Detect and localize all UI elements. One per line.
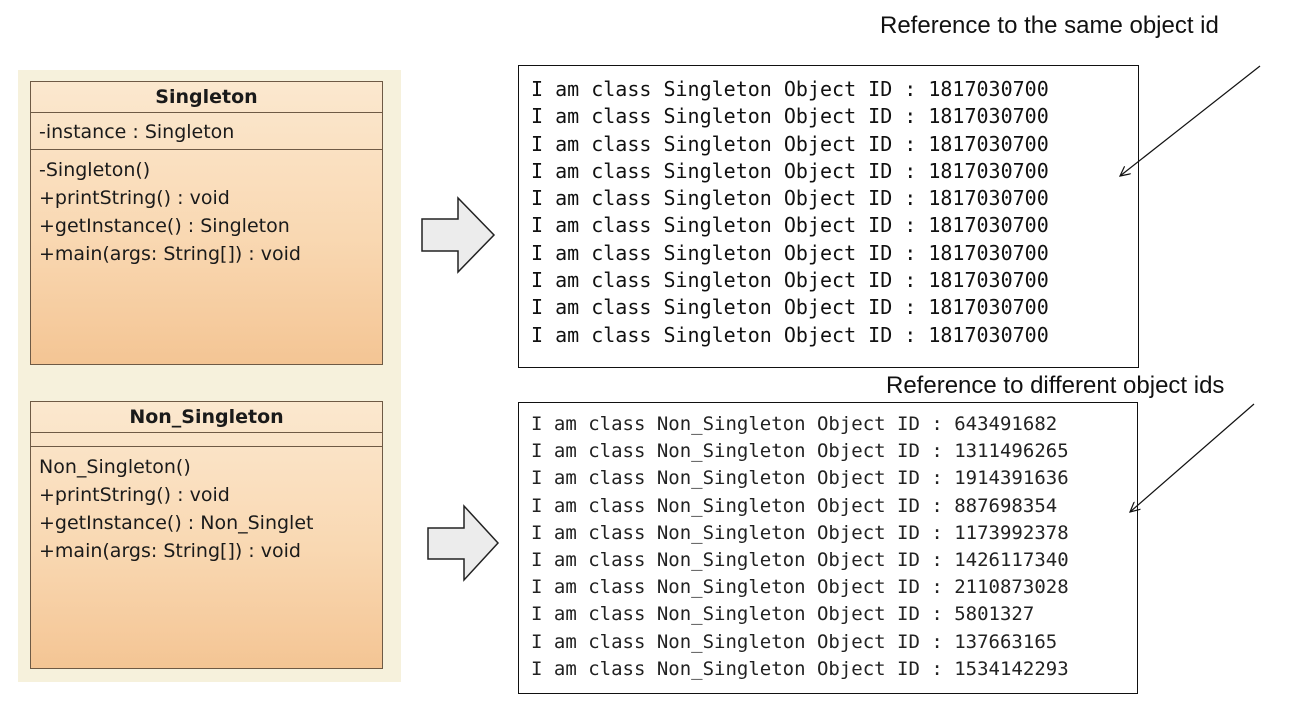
console-line: I am class Singleton Object ID : 1817030… bbox=[531, 131, 1049, 156]
non-singleton-operation: +main(args: String[]) : void bbox=[39, 540, 301, 562]
singleton-class-name: Singleton bbox=[31, 82, 382, 113]
right-arrow-icon bbox=[421, 196, 496, 274]
console-line: I am class Singleton Object ID : 1817030… bbox=[531, 186, 1049, 211]
console-line: I am class Singleton Object ID : 1817030… bbox=[531, 213, 1049, 238]
console-line: I am class Singleton Object ID : 1817030… bbox=[531, 104, 1049, 129]
uml-panel: Singleton -instance : Singleton -Singlet… bbox=[18, 70, 401, 682]
console-line: I am class Singleton Object ID : 1817030… bbox=[531, 295, 1049, 320]
non-singleton-operation: +getInstance() : Non_Singlet bbox=[39, 512, 314, 534]
non-singleton-class-name: Non_Singleton bbox=[31, 402, 382, 433]
singleton-operation: +getInstance() : Singleton bbox=[39, 215, 290, 237]
pointer-arrow-icon bbox=[1130, 403, 1255, 512]
console-line: I am class Non_Singleton Object ID : 137… bbox=[531, 630, 1058, 653]
singleton-operation: +printString() : void bbox=[39, 187, 230, 209]
singleton-class-box: Singleton -instance : Singleton -Singlet… bbox=[30, 81, 383, 365]
console-line: I am class Non_Singleton Object ID : 211… bbox=[531, 576, 1069, 599]
non-singleton-class-box: Non_Singleton Non_Singleton() +printStri… bbox=[30, 401, 383, 669]
singleton-operations: -Singleton() +printString() : void +getI… bbox=[31, 150, 382, 274]
singleton-attributes: -instance : Singleton bbox=[31, 113, 382, 150]
non-singleton-attributes bbox=[31, 433, 382, 447]
singleton-operation: -Singleton() bbox=[39, 159, 151, 181]
console-line: I am class Singleton Object ID : 1817030… bbox=[531, 158, 1049, 183]
console-line: I am class Non_Singleton Object ID : 131… bbox=[531, 440, 1069, 463]
singleton-operation: +main(args: String[]) : void bbox=[39, 243, 301, 265]
console-line: I am class Non_Singleton Object ID : 153… bbox=[531, 657, 1069, 680]
singleton-attribute: -instance : Singleton bbox=[39, 121, 235, 143]
console-line: I am class Singleton Object ID : 1817030… bbox=[531, 77, 1049, 101]
singleton-console-output: I am class Singleton Object ID : 1817030… bbox=[518, 65, 1139, 368]
non-singleton-console-output: I am class Non_Singleton Object ID : 643… bbox=[518, 402, 1138, 694]
right-arrow-icon bbox=[427, 504, 500, 582]
non-singleton-output-caption: Reference to different object ids bbox=[886, 372, 1225, 399]
non-singleton-operation: +printString() : void bbox=[39, 484, 230, 506]
console-line: I am class Singleton Object ID : 1817030… bbox=[531, 322, 1049, 347]
singleton-output-caption: Reference to the same object id bbox=[880, 12, 1219, 39]
console-line: I am class Non_Singleton Object ID : 887… bbox=[531, 494, 1058, 517]
console-line: I am class Non_Singleton Object ID : 580… bbox=[531, 603, 1035, 626]
console-line: I am class Non_Singleton Object ID : 117… bbox=[531, 521, 1069, 544]
console-line: I am class Singleton Object ID : 1817030… bbox=[531, 268, 1049, 293]
pointer-arrow-icon bbox=[1120, 65, 1261, 176]
console-line: I am class Non_Singleton Object ID : 191… bbox=[531, 467, 1069, 490]
console-line: I am class Singleton Object ID : 1817030… bbox=[531, 240, 1049, 265]
console-line: I am class Non_Singleton Object ID : 142… bbox=[531, 549, 1069, 572]
non-singleton-operations: Non_Singleton() +printString() : void +g… bbox=[31, 447, 382, 571]
console-line: I am class Non_Singleton Object ID : 643… bbox=[531, 413, 1058, 435]
non-singleton-operation: Non_Singleton() bbox=[39, 456, 191, 478]
